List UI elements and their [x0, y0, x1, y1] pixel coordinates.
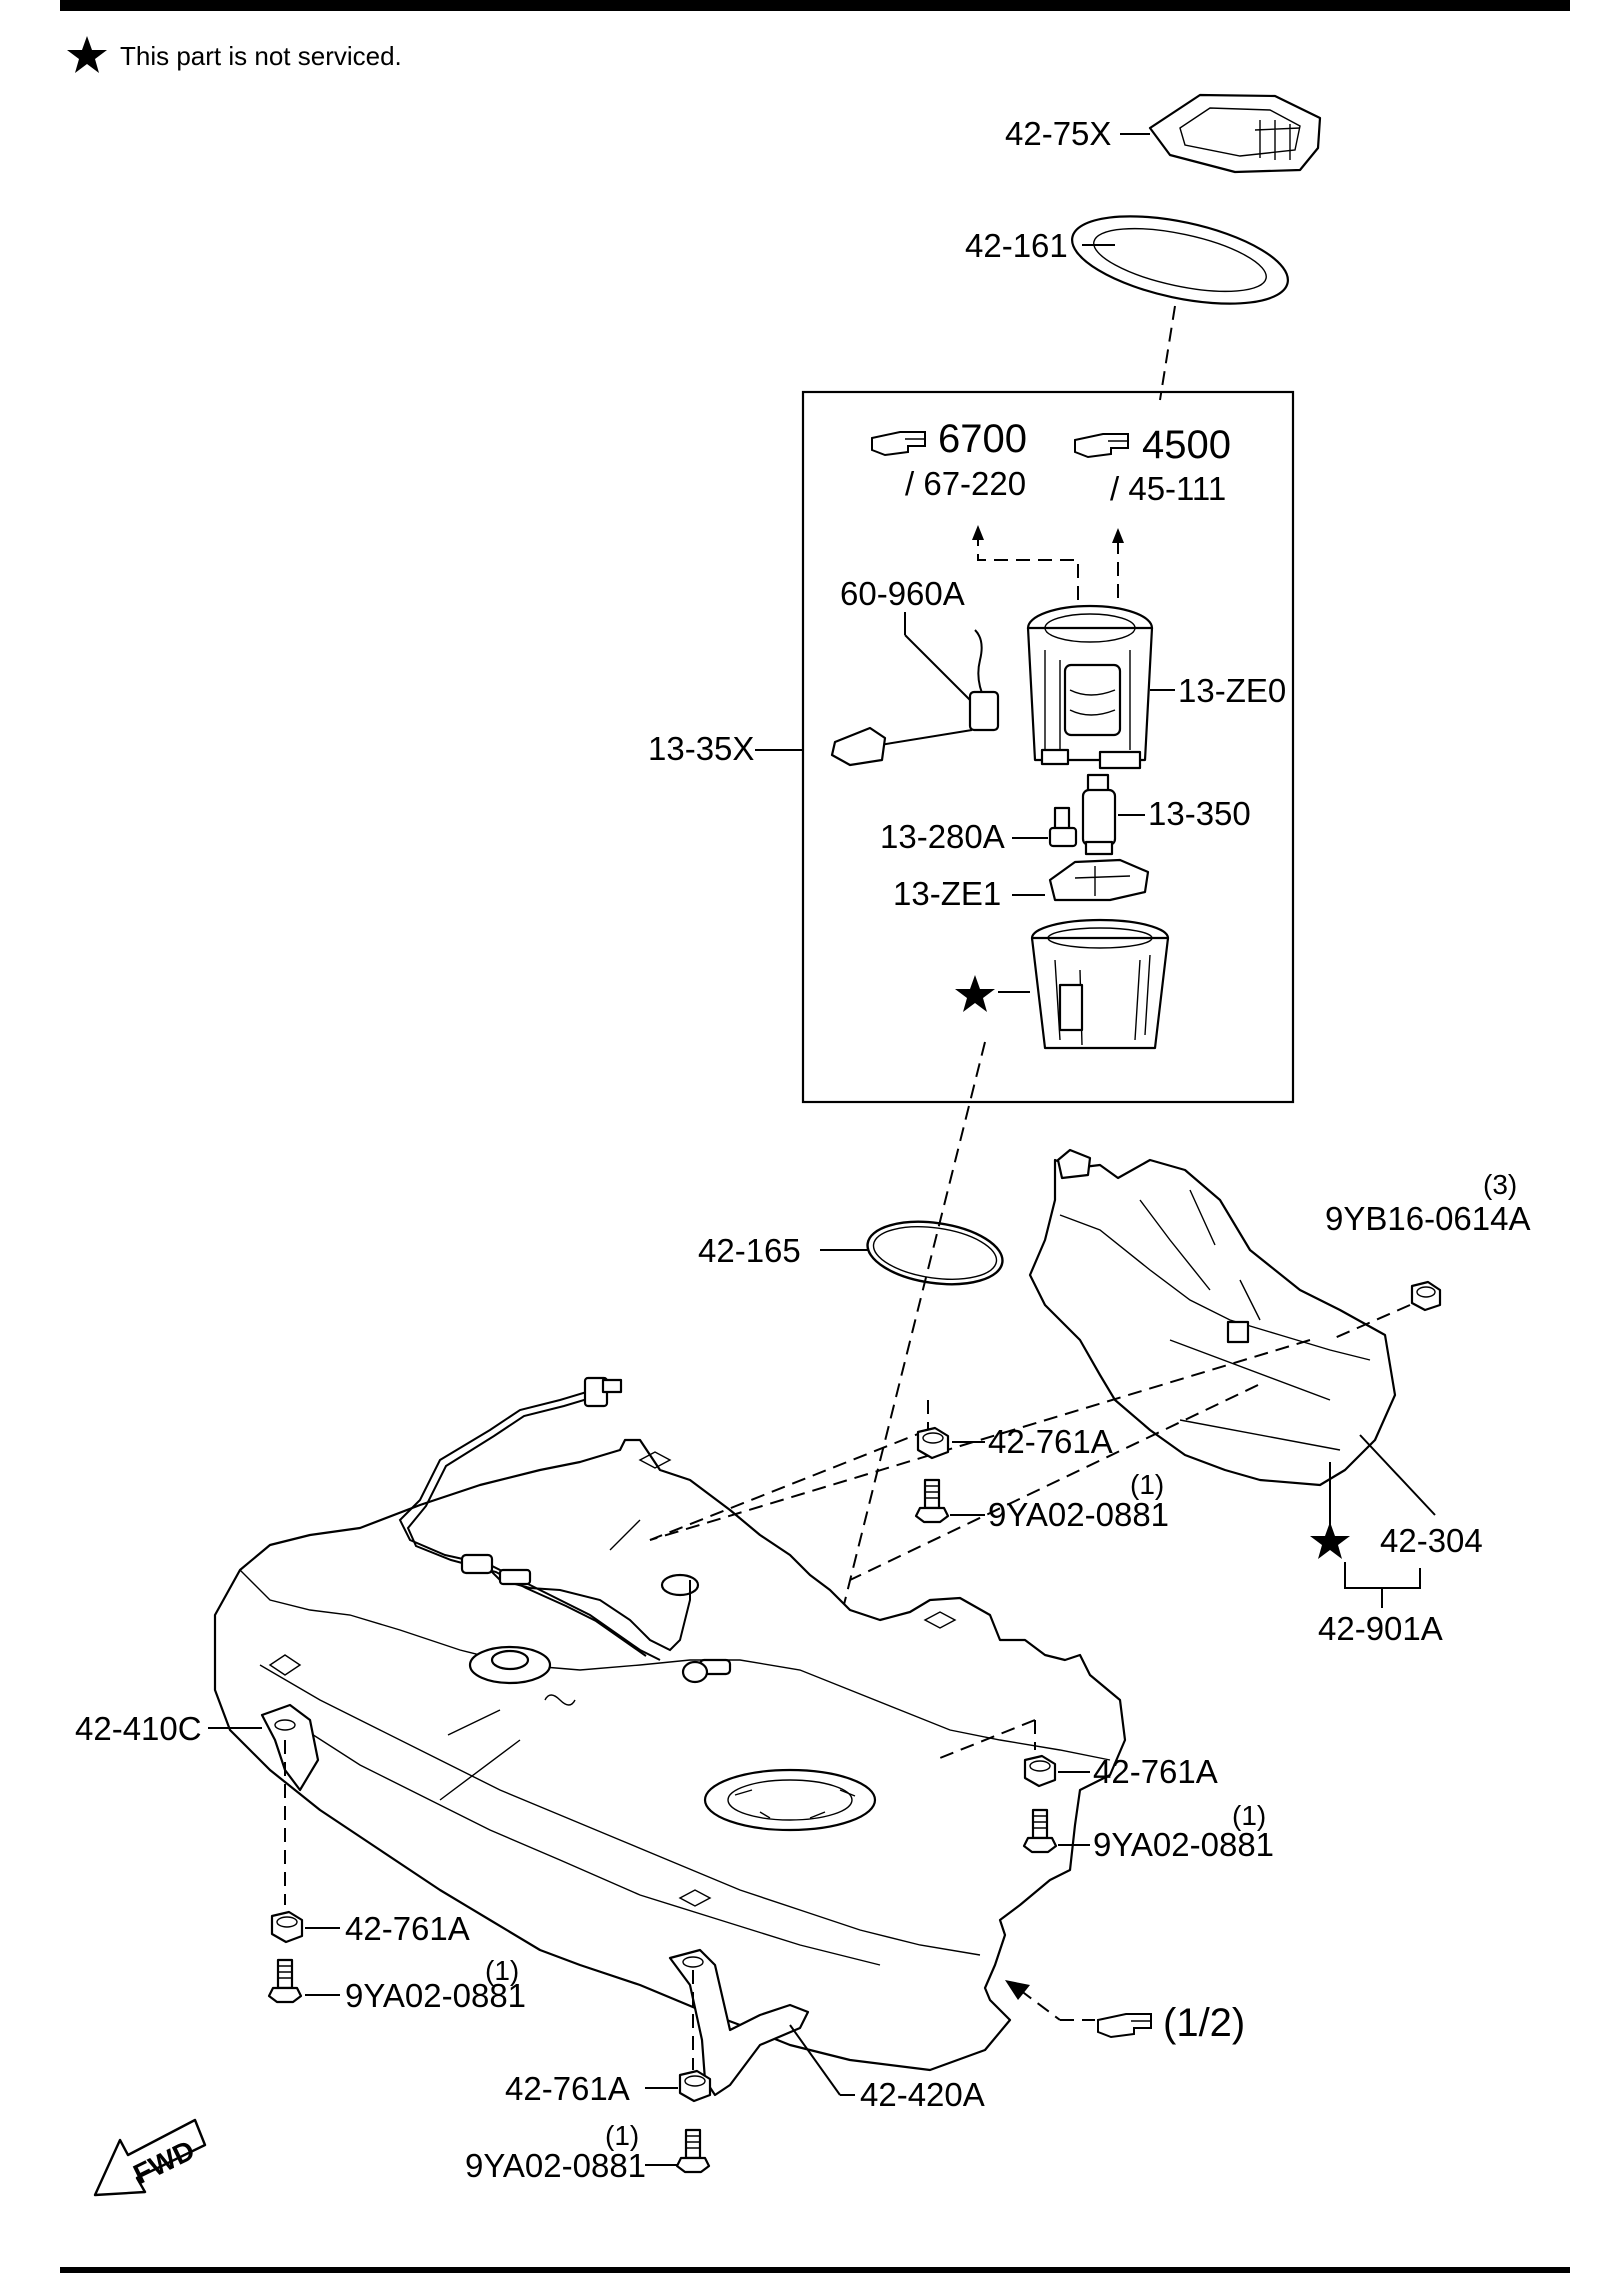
part-reservoir-cup: [1030, 918, 1170, 1050]
qty-1-c: (1): [485, 1955, 519, 1986]
label-9YA02-0881-b: 9YA02-0881: [1093, 1826, 1274, 1863]
top-border: [60, 0, 1570, 11]
pointing-hand-icon: [1074, 433, 1129, 459]
part-42-75X-retainer: [1148, 93, 1322, 174]
part-13-280A-regulator: [1048, 806, 1078, 848]
label-13-350: 13-350: [1148, 795, 1251, 832]
part-9YA02-0881-bolt-b: [1022, 1808, 1058, 1854]
ref-67-220[interactable]: / 67-220: [905, 465, 1026, 502]
label-60-960A: 60-960A: [840, 575, 965, 612]
label-42-304: 42-304: [1380, 1522, 1483, 1559]
label-13-ZE1: 13-ZE1: [893, 875, 1001, 912]
label-42-761A-c: 42-761A: [345, 1910, 470, 1947]
label-13-35X: 13-35X: [648, 730, 754, 767]
qty-1-d: (1): [605, 2120, 639, 2151]
part-42-410C-bracket: [260, 1703, 320, 1792]
part-42-761A-nut-c: [270, 1910, 304, 1944]
part-42-304-insulator: [1028, 1148, 1397, 1487]
part-42-420A-bracket: [668, 1948, 810, 2097]
pump-module-box: [801, 390, 1295, 1104]
part-13-ZE0-pump-assembly: [1026, 604, 1154, 770]
qty-1-a: (1): [1130, 1469, 1164, 1500]
label-13-280A: 13-280A: [880, 818, 1005, 855]
label-42-161: 42-161: [965, 227, 1068, 264]
bottom-border: [60, 2267, 1570, 2273]
pointing-hand-icon: [871, 431, 926, 457]
ref-4500[interactable]: 4500: [1142, 423, 1231, 467]
part-13-350-fuel-pump: [1081, 773, 1117, 856]
part-42-161-gasket: [1071, 215, 1289, 305]
not-serviced-note: This part is not serviced.: [120, 41, 402, 71]
label-42-761A-d: 42-761A: [505, 2070, 630, 2107]
qty-1-b: (1): [1232, 1800, 1266, 1831]
label-9YA02-0881-c: 9YA02-0881: [345, 1977, 526, 2014]
label-42-165: 42-165: [698, 1232, 801, 1269]
part-42-761A-nut-d: [678, 2069, 712, 2103]
ref-45-111[interactable]: / 45-111: [1110, 470, 1226, 507]
part-42-165-o-ring: [866, 1220, 1004, 1286]
label-42-761A-a: 42-761A: [988, 1423, 1113, 1460]
qty-3: (3): [1483, 1169, 1517, 1200]
label-42-901A: 42-901A: [1318, 1610, 1443, 1647]
label-42-410C: 42-410C: [75, 1710, 202, 1747]
star-icon: [1310, 1522, 1350, 1559]
label-9YB16-0614A: 9YB16-0614A: [1325, 1200, 1531, 1237]
star-icon: [955, 975, 995, 1012]
fwd-arrow-icon: FWD: [93, 2118, 207, 2197]
part-60-960A-fuel-gauge-sender: [830, 629, 1000, 767]
label-9YA02-0881-d: 9YA02-0881: [465, 2147, 646, 2184]
ref-1-2[interactable]: (1/2): [1163, 2001, 1245, 2045]
label-42-75X: 42-75X: [1005, 115, 1111, 152]
label-42-761A-b: 42-761A: [1093, 1753, 1218, 1790]
part-9YA02-0881-bolt-c: [267, 1958, 303, 2004]
part-13-ZE1-filter: [1048, 858, 1150, 902]
star-icon: [67, 36, 107, 73]
label-9YA02-0881-a: 9YA02-0881: [988, 1496, 1169, 1533]
pointing-hand-icon: [1097, 2013, 1152, 2039]
part-42-761A-nut-a: [916, 1426, 950, 1460]
part-9YB16-0614A-nut: [1410, 1280, 1442, 1312]
label-42-420A: 42-420A: [860, 2076, 985, 2113]
label-13-ZE0: 13-ZE0: [1178, 672, 1286, 709]
ref-6700[interactable]: 6700: [938, 417, 1027, 461]
part-42-761A-nut-b: [1023, 1754, 1057, 1788]
part-fuel-line-harness: [398, 1376, 691, 1661]
part-9YA02-0881-bolt-a: [914, 1478, 950, 1524]
part-9YA02-0881-bolt-d: [675, 2128, 711, 2174]
